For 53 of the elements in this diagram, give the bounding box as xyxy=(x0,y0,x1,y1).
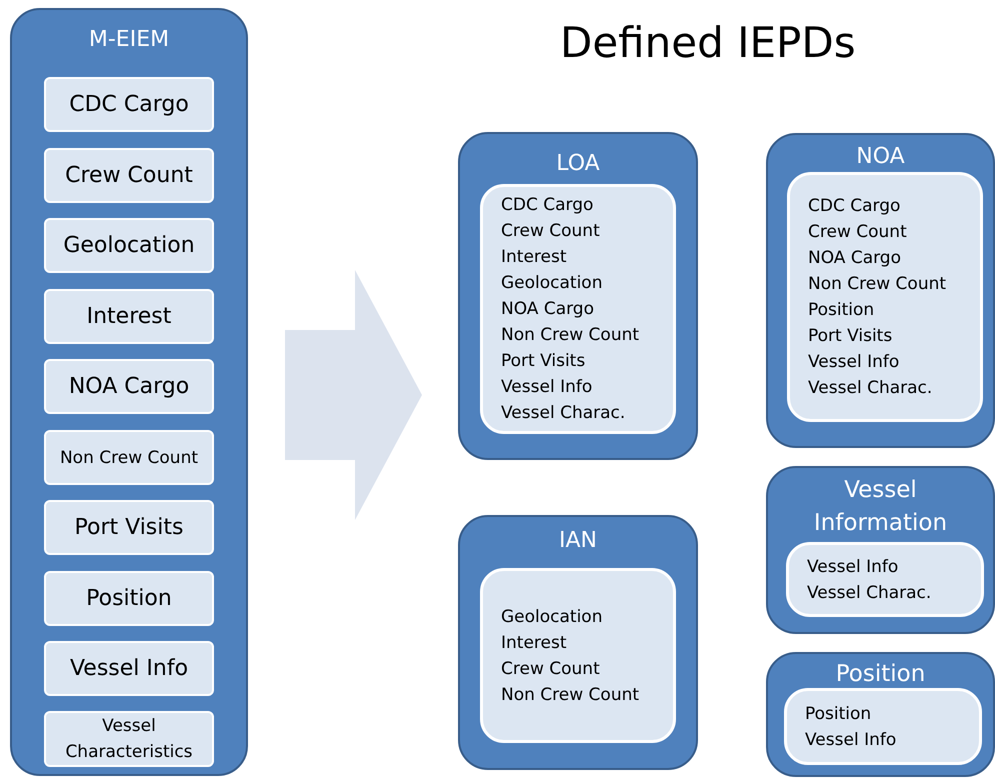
element-box: Interest xyxy=(44,289,214,344)
list-item: Vessel Charac. xyxy=(501,402,626,425)
list-item: NOA Cargo xyxy=(501,298,596,321)
list-item: Interest xyxy=(501,632,568,654)
panel-title: M-EIEM xyxy=(88,26,170,54)
group-panel xyxy=(766,466,995,634)
list-item: Position xyxy=(808,299,876,322)
list-item: Crew Count xyxy=(501,220,601,243)
list-box xyxy=(787,172,983,422)
panel-title: LOA xyxy=(555,150,601,178)
element-box: Geolocation xyxy=(44,218,214,273)
list-item: Port Visits xyxy=(808,325,894,348)
list-item: Non Crew Count xyxy=(501,324,640,347)
element-box: Port Visits xyxy=(44,500,214,555)
group-panel xyxy=(10,8,248,776)
list-item: Position xyxy=(805,702,872,726)
list-box xyxy=(786,542,984,617)
list-item: CDC Cargo xyxy=(501,194,594,217)
element-box: CDC Cargo xyxy=(44,77,214,132)
list-item: Vessel Charac. xyxy=(808,377,934,400)
list-item: Port Visits xyxy=(501,350,586,373)
list-item: Vessel Info xyxy=(501,376,594,399)
list-item: Non Crew Count xyxy=(501,684,640,706)
group-panel xyxy=(766,133,995,448)
panel-title: IAN xyxy=(558,527,598,555)
panel-title: Position xyxy=(834,660,926,689)
list-item: Geolocation xyxy=(501,606,604,628)
list-item: Non Crew Count xyxy=(808,273,948,296)
group-panel xyxy=(458,515,698,770)
list-item: Vessel Info xyxy=(807,556,900,578)
list-item: Crew Count xyxy=(501,658,601,680)
group-panel xyxy=(458,132,698,460)
list-item: CDC Cargo xyxy=(808,195,902,218)
list-item: Geolocation xyxy=(501,272,604,295)
element-box: Vessel Characteristics xyxy=(44,711,214,767)
list-item: Vessel Info xyxy=(805,728,898,752)
list-item: Vessel Info xyxy=(808,351,900,374)
element-box: Position xyxy=(44,571,214,626)
diagram-title: Defined IEPDs xyxy=(560,18,856,67)
list-item: Crew Count xyxy=(808,221,908,244)
group-panel xyxy=(766,652,995,777)
list-box xyxy=(480,568,676,743)
list-item: Vessel Charac. xyxy=(807,582,932,604)
element-box: Non Crew Count xyxy=(44,430,214,485)
panel-title: Vessel Information xyxy=(812,476,948,538)
element-box: Vessel Info xyxy=(44,641,214,696)
element-box: Crew Count xyxy=(44,148,214,203)
list-item: Interest xyxy=(501,246,568,269)
list-item: NOA Cargo xyxy=(808,247,902,270)
list-box xyxy=(784,688,982,765)
list-box xyxy=(480,184,676,434)
panel-title: NOA xyxy=(855,143,906,171)
element-box: NOA Cargo xyxy=(44,359,214,414)
